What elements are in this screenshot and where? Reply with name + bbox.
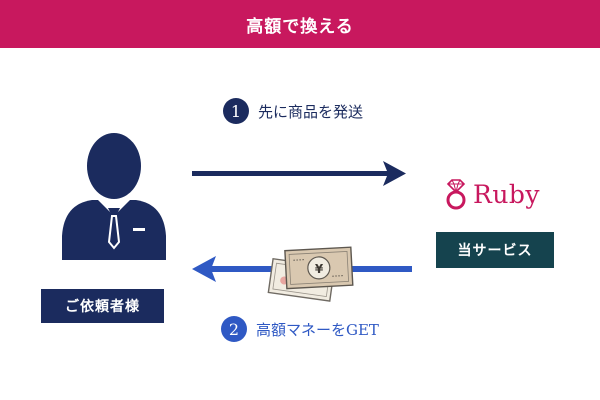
step-2: 2 高額マネーをGET — [221, 316, 379, 342]
step-2-text: 高額マネーをGET — [256, 320, 379, 339]
service-label: 当サービス — [436, 232, 554, 268]
yen-symbol: ¥ — [315, 262, 324, 276]
banner-title: 高額で換える — [246, 16, 354, 37]
step-1-number: 1 — [223, 98, 249, 124]
arrow-right-icon — [192, 161, 406, 186]
ruby-logo: Ruby — [443, 178, 540, 210]
step-1-text: 先に商品を発送 — [258, 102, 364, 121]
person-icon — [62, 133, 166, 260]
gem-icon — [446, 179, 466, 210]
title-banner: 高額で換える — [0, 0, 600, 48]
step-1: 1 先に商品を発送 — [223, 98, 363, 124]
step-2-number: 2 — [221, 316, 247, 342]
client-label: ご依頼者様 — [41, 289, 164, 323]
yen-bills-icon: ¥ — [267, 246, 354, 302]
ruby-logo-text: Ruby — [473, 179, 541, 209]
